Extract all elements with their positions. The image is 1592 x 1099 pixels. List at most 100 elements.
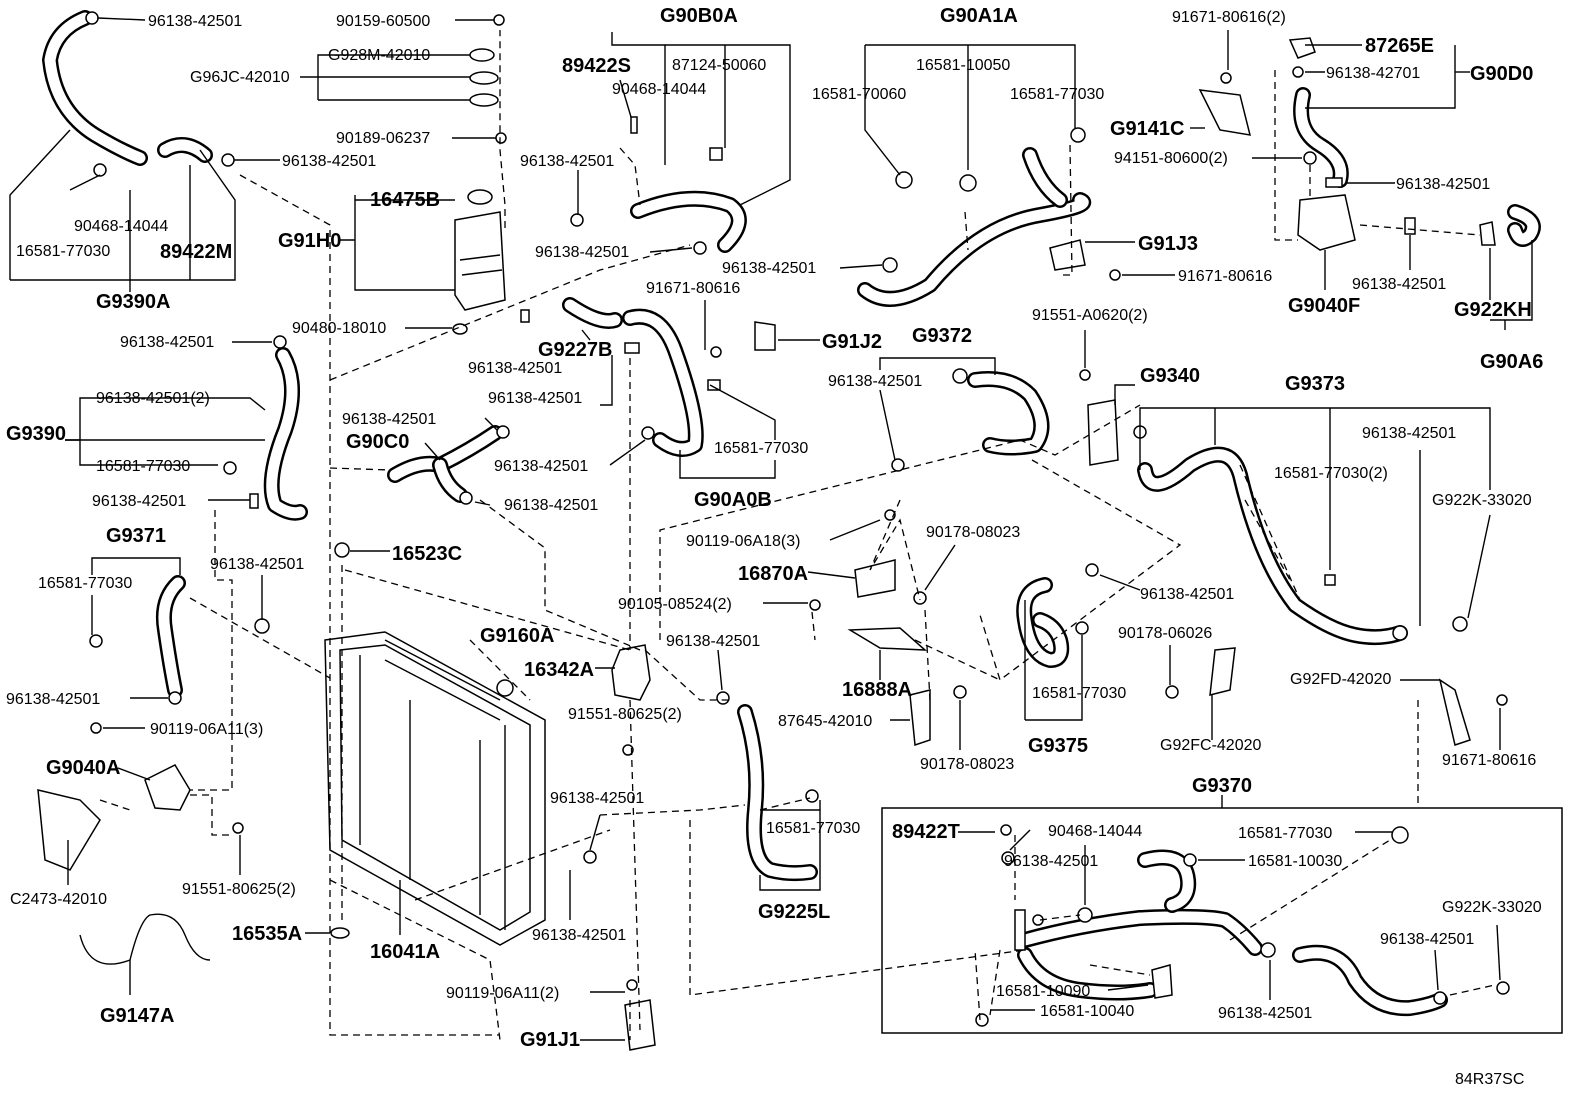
- label-g922k-33020-a[interactable]: G922K-33020: [1432, 492, 1532, 509]
- label-91671-80616-2[interactable]: 91671-80616(2): [1172, 9, 1286, 26]
- label-96138-42501-t[interactable]: 96138-42501: [6, 691, 100, 708]
- label-89422t[interactable]: 89422T: [892, 821, 960, 843]
- label-96138-42501-j[interactable]: 96138-42501: [828, 373, 922, 390]
- label-96138-42501-y[interactable]: 96138-42501: [1218, 1005, 1312, 1022]
- label-g90a6[interactable]: G90A6: [1480, 351, 1543, 373]
- label-g90d0[interactable]: G90D0: [1470, 63, 1533, 85]
- label-96138-42501-q[interactable]: 96138-42501: [210, 556, 304, 573]
- label-96138-42501-f[interactable]: 96138-42501: [1396, 176, 1490, 193]
- label-16581-77030-e[interactable]: 16581-77030: [38, 575, 132, 592]
- label-16581-77030-2[interactable]: 16581-77030(2): [1274, 465, 1388, 482]
- label-96138-42501-g[interactable]: 96138-42501: [1352, 276, 1446, 293]
- label-g9370[interactable]: G9370: [1192, 775, 1252, 797]
- label-90189-06237[interactable]: 90189-06237: [336, 130, 430, 147]
- label-g9040f[interactable]: G9040F: [1288, 295, 1360, 317]
- label-96138-42501-e[interactable]: 96138-42501: [722, 260, 816, 277]
- label-g91j2[interactable]: G91J2: [822, 331, 882, 353]
- label-91671-80616-a[interactable]: 91671-80616: [1178, 268, 1272, 285]
- label-96138-42501-i[interactable]: 96138-42501: [468, 360, 562, 377]
- label-16581-77030-h[interactable]: 16581-77030: [1238, 825, 1332, 842]
- label-96138-42501-o[interactable]: 96138-42501: [504, 497, 598, 514]
- label-g9141c[interactable]: G9141C: [1110, 118, 1185, 140]
- label-g928m-42010[interactable]: G928M-42010: [328, 47, 430, 64]
- label-16581-10090[interactable]: 16581-10090: [996, 983, 1090, 1000]
- label-g9225l[interactable]: G9225L: [758, 901, 830, 923]
- label-16581-77030-g[interactable]: 16581-77030: [766, 820, 860, 837]
- label-16535a[interactable]: 16535A: [232, 923, 302, 945]
- label-90480-18010[interactable]: 90480-18010: [292, 320, 386, 337]
- label-16581-10030[interactable]: 16581-10030: [1248, 853, 1342, 870]
- label-16581-70060[interactable]: 16581-70060: [812, 86, 906, 103]
- label-96138-42501-a[interactable]: 96138-42501: [148, 13, 242, 30]
- label-91551-a0620-2[interactable]: 91551-A0620(2): [1032, 307, 1148, 324]
- label-16581-77030-b[interactable]: 16581-77030: [1010, 86, 1104, 103]
- label-16581-10040[interactable]: 16581-10040: [1040, 1003, 1134, 1020]
- label-90119-06a18-3[interactable]: 90119-06A18(3): [686, 533, 800, 550]
- label-g9340[interactable]: G9340: [1140, 365, 1200, 387]
- label-96138-42501-s[interactable]: 96138-42501: [666, 633, 760, 650]
- label-g9390a[interactable]: G9390A: [96, 291, 171, 313]
- label-87645-42010[interactable]: 87645-42010: [778, 713, 872, 730]
- label-91551-80625-2-a[interactable]: 91551-80625(2): [568, 706, 682, 723]
- label-90159-60500[interactable]: 90159-60500: [336, 13, 430, 30]
- label-g9373[interactable]: G9373: [1285, 373, 1345, 395]
- label-16581-77030-c[interactable]: 16581-77030: [96, 458, 190, 475]
- label-g9160a[interactable]: G9160A: [480, 625, 555, 647]
- label-16523c[interactable]: 16523C: [392, 543, 462, 565]
- label-90178-06026[interactable]: 90178-06026: [1118, 625, 1212, 642]
- label-g9390[interactable]: G9390: [6, 423, 66, 445]
- label-16342a[interactable]: 16342A: [524, 659, 594, 681]
- label-96138-42501-k[interactable]: 96138-42501: [488, 390, 582, 407]
- label-16581-10050[interactable]: 16581-10050: [916, 57, 1010, 74]
- label-g90b0a[interactable]: G90B0A: [660, 5, 738, 27]
- label-g96jc-42010[interactable]: G96JC-42010: [190, 69, 290, 86]
- label-90468-14044-a[interactable]: 90468-14044: [74, 218, 168, 235]
- label-96138-42501-d[interactable]: 96138-42501: [535, 244, 629, 261]
- label-96138-42501-b[interactable]: 96138-42501: [282, 153, 376, 170]
- label-g9375[interactable]: G9375: [1028, 735, 1088, 757]
- label-90119-06a11-2[interactable]: 90119-06A11(2): [446, 985, 559, 1002]
- label-g9227b[interactable]: G9227B: [538, 339, 613, 361]
- label-96138-42501-c[interactable]: 96138-42501: [520, 153, 614, 170]
- label-g91h0[interactable]: G91H0: [278, 230, 341, 252]
- label-87124-50060[interactable]: 87124-50060: [672, 57, 766, 74]
- label-g90c0[interactable]: G90C0: [346, 431, 409, 453]
- label-g9040a[interactable]: G9040A: [46, 757, 121, 779]
- label-90105-08524-2[interactable]: 90105-08524(2): [618, 596, 732, 613]
- label-90468-14044-b[interactable]: 90468-14044: [612, 81, 706, 98]
- label-g92fc-42020[interactable]: G92FC-42020: [1160, 737, 1261, 754]
- label-96138-42501-2[interactable]: 96138-42501(2): [96, 390, 210, 407]
- label-96138-42501-m[interactable]: 96138-42501: [494, 458, 588, 475]
- label-90178-08023-b[interactable]: 90178-08023: [920, 756, 1014, 773]
- label-g91j3[interactable]: G91J3: [1138, 233, 1198, 255]
- label-g92fd-42020[interactable]: G92FD-42020: [1290, 671, 1391, 688]
- label-g9147a[interactable]: G9147A: [100, 1005, 175, 1027]
- label-c2473-42010[interactable]: C2473-42010: [10, 891, 107, 908]
- label-90468-14044-c[interactable]: 90468-14044: [1048, 823, 1142, 840]
- label-16581-77030-a[interactable]: 16581-77030: [16, 243, 110, 260]
- label-96138-42501-v[interactable]: 96138-42501: [1004, 853, 1098, 870]
- label-16581-77030-f[interactable]: 16581-77030: [1032, 685, 1126, 702]
- label-16041a[interactable]: 16041A: [370, 941, 440, 963]
- label-96138-42501-l[interactable]: 96138-42501: [342, 411, 436, 428]
- label-g90a1a[interactable]: G90A1A: [940, 5, 1018, 27]
- label-16475b[interactable]: 16475B: [370, 189, 440, 211]
- label-g922k-33020-b[interactable]: G922K-33020: [1442, 899, 1542, 916]
- label-96138-42501-r[interactable]: 96138-42501: [1140, 586, 1234, 603]
- label-g91j1[interactable]: G91J1: [520, 1029, 580, 1051]
- label-g9372[interactable]: G9372: [912, 325, 972, 347]
- label-89422m[interactable]: 89422M: [160, 241, 232, 263]
- label-16581-77030-d[interactable]: 16581-77030: [714, 440, 808, 457]
- label-96138-42501-n[interactable]: 96138-42501: [92, 493, 186, 510]
- label-87265e[interactable]: 87265E: [1365, 35, 1434, 57]
- label-96138-42501-x[interactable]: 96138-42501: [1380, 931, 1474, 948]
- label-91671-80616-c[interactable]: 91671-80616: [1442, 752, 1536, 769]
- label-16870a[interactable]: 16870A: [738, 563, 808, 585]
- label-96138-42701[interactable]: 96138-42701: [1326, 65, 1420, 82]
- label-16888a[interactable]: 16888A: [842, 679, 912, 701]
- label-g922kh[interactable]: G922KH: [1454, 299, 1532, 321]
- label-90178-08023-a[interactable]: 90178-08023: [926, 524, 1020, 541]
- label-91671-80616-b[interactable]: 91671-80616: [646, 280, 740, 297]
- label-89422s[interactable]: 89422S: [562, 55, 631, 77]
- label-g9371[interactable]: G9371: [106, 525, 166, 547]
